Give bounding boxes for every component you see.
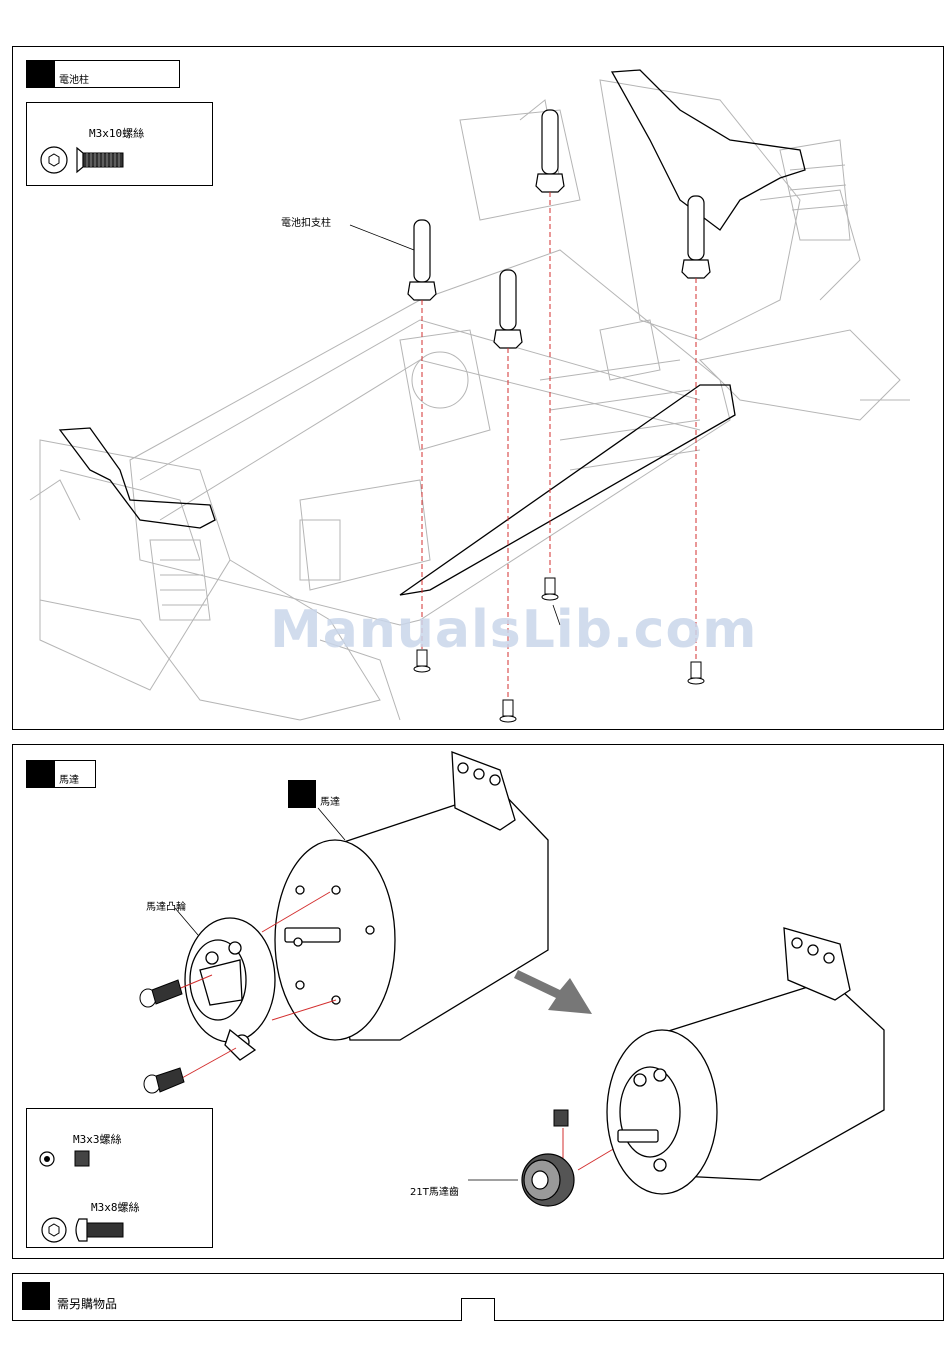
step2-header: 馬達 [26, 760, 96, 788]
button-screw-upper [140, 980, 182, 1007]
page-tab [461, 1298, 495, 1321]
direction-arrow [514, 970, 592, 1014]
motor-label-block [288, 780, 316, 808]
footer-title: 需另購物品 [57, 1295, 117, 1312]
screw-m3x3-m3x8-icons [27, 1109, 212, 1247]
footer-number-block [22, 1282, 50, 1310]
pinion-callout: 21T馬達齒 [410, 1183, 459, 1198]
step2-title: 馬達 [55, 763, 79, 786]
motor-cam [185, 918, 275, 1060]
button-screw-lower [144, 1068, 184, 1093]
pinion-gear [522, 1154, 574, 1206]
motor-callout: 馬達 [320, 793, 340, 808]
set-screw [554, 1110, 568, 1126]
step2-parts-box: M3x3螺絲 M3x8螺絲 [26, 1108, 213, 1248]
step2-number-block [27, 760, 55, 788]
motor-cam-callout: 馬達凸輪 [146, 898, 186, 913]
screws-step2 [140, 980, 184, 1093]
motor-2 [607, 928, 884, 1194]
